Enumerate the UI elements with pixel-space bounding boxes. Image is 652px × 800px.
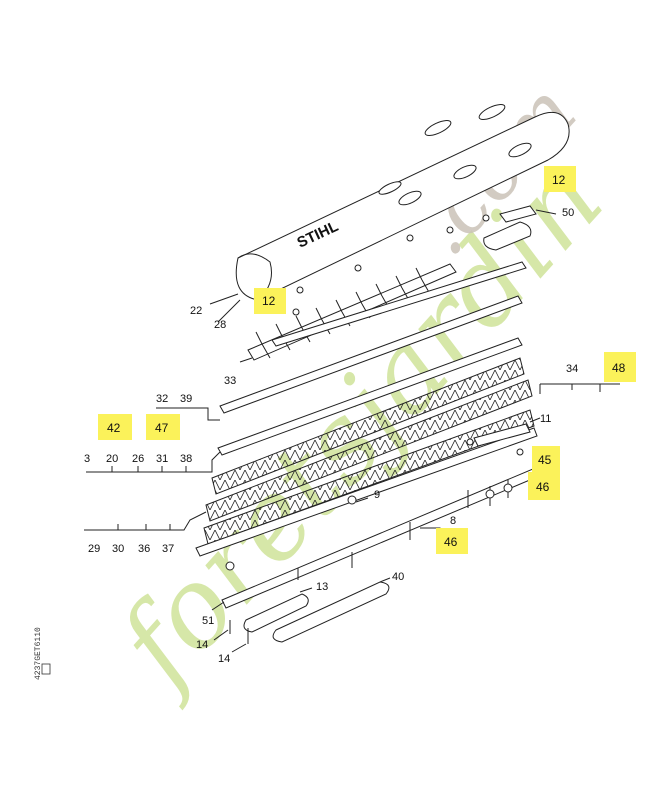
highlight-47 — [146, 414, 180, 440]
highlight-46-right — [528, 472, 560, 500]
callout-46-mid: 46 — [444, 535, 458, 549]
callout-30: 30 — [112, 543, 124, 555]
callout-9: 9 — [374, 489, 380, 501]
callout-labels: 12 50 22 12 28 33 34 48 32 39 42 47 11 3… — [84, 166, 636, 665]
callout-14-b: 14 — [218, 653, 230, 665]
callout-47: 47 — [155, 421, 169, 435]
highlight-12-top — [544, 166, 576, 192]
lower-bars — [195, 423, 545, 643]
callout-31: 31 — [156, 453, 168, 465]
highlight-45 — [532, 446, 560, 472]
diagram-code: 4237GET6110 — [34, 627, 43, 680]
callout-13: 13 — [316, 581, 328, 593]
callout-14-a: 14 — [196, 639, 208, 651]
callout-12-left: 12 — [262, 294, 276, 308]
callout-34: 34 — [566, 363, 578, 375]
callout-51: 51 — [202, 615, 214, 627]
callout-20: 20 — [106, 453, 118, 465]
highlight-12-left — [254, 288, 286, 314]
callout-12-top: 12 — [552, 173, 566, 187]
callout-26: 26 — [132, 453, 144, 465]
callout-42: 42 — [107, 421, 121, 435]
cutting-blades — [203, 357, 535, 545]
callout-11: 11 — [540, 413, 551, 425]
callout-50: 50 — [562, 207, 574, 219]
highlight-46-mid — [436, 528, 468, 554]
callout-38: 38 — [180, 453, 192, 465]
callout-32: 32 — [156, 393, 168, 405]
callout-48: 48 — [612, 361, 626, 375]
callout-46-right: 46 — [536, 480, 550, 494]
screws-lower — [225, 438, 524, 644]
callout-40: 40 — [392, 571, 404, 583]
guide-plates — [217, 261, 527, 456]
callout-3: 3 — [84, 453, 90, 465]
callout-8: 8 — [450, 515, 456, 527]
callout-36: 36 — [138, 543, 150, 555]
callout-28: 28 — [214, 319, 226, 331]
callout-29: 29 — [88, 543, 100, 555]
callout-33: 33 — [224, 375, 236, 387]
highlight-48 — [604, 352, 636, 382]
washers-top — [292, 214, 490, 316]
callout-37: 37 — [162, 543, 174, 555]
highlight-42 — [98, 414, 132, 440]
callout-22: 22 — [190, 305, 202, 317]
callout-45: 45 — [538, 453, 552, 467]
bracket-part — [483, 205, 537, 251]
watermark: foretsjardin .com — [90, 66, 627, 712]
side-code: 4237GET6110 — [34, 627, 51, 680]
callout-39: 39 — [180, 393, 192, 405]
